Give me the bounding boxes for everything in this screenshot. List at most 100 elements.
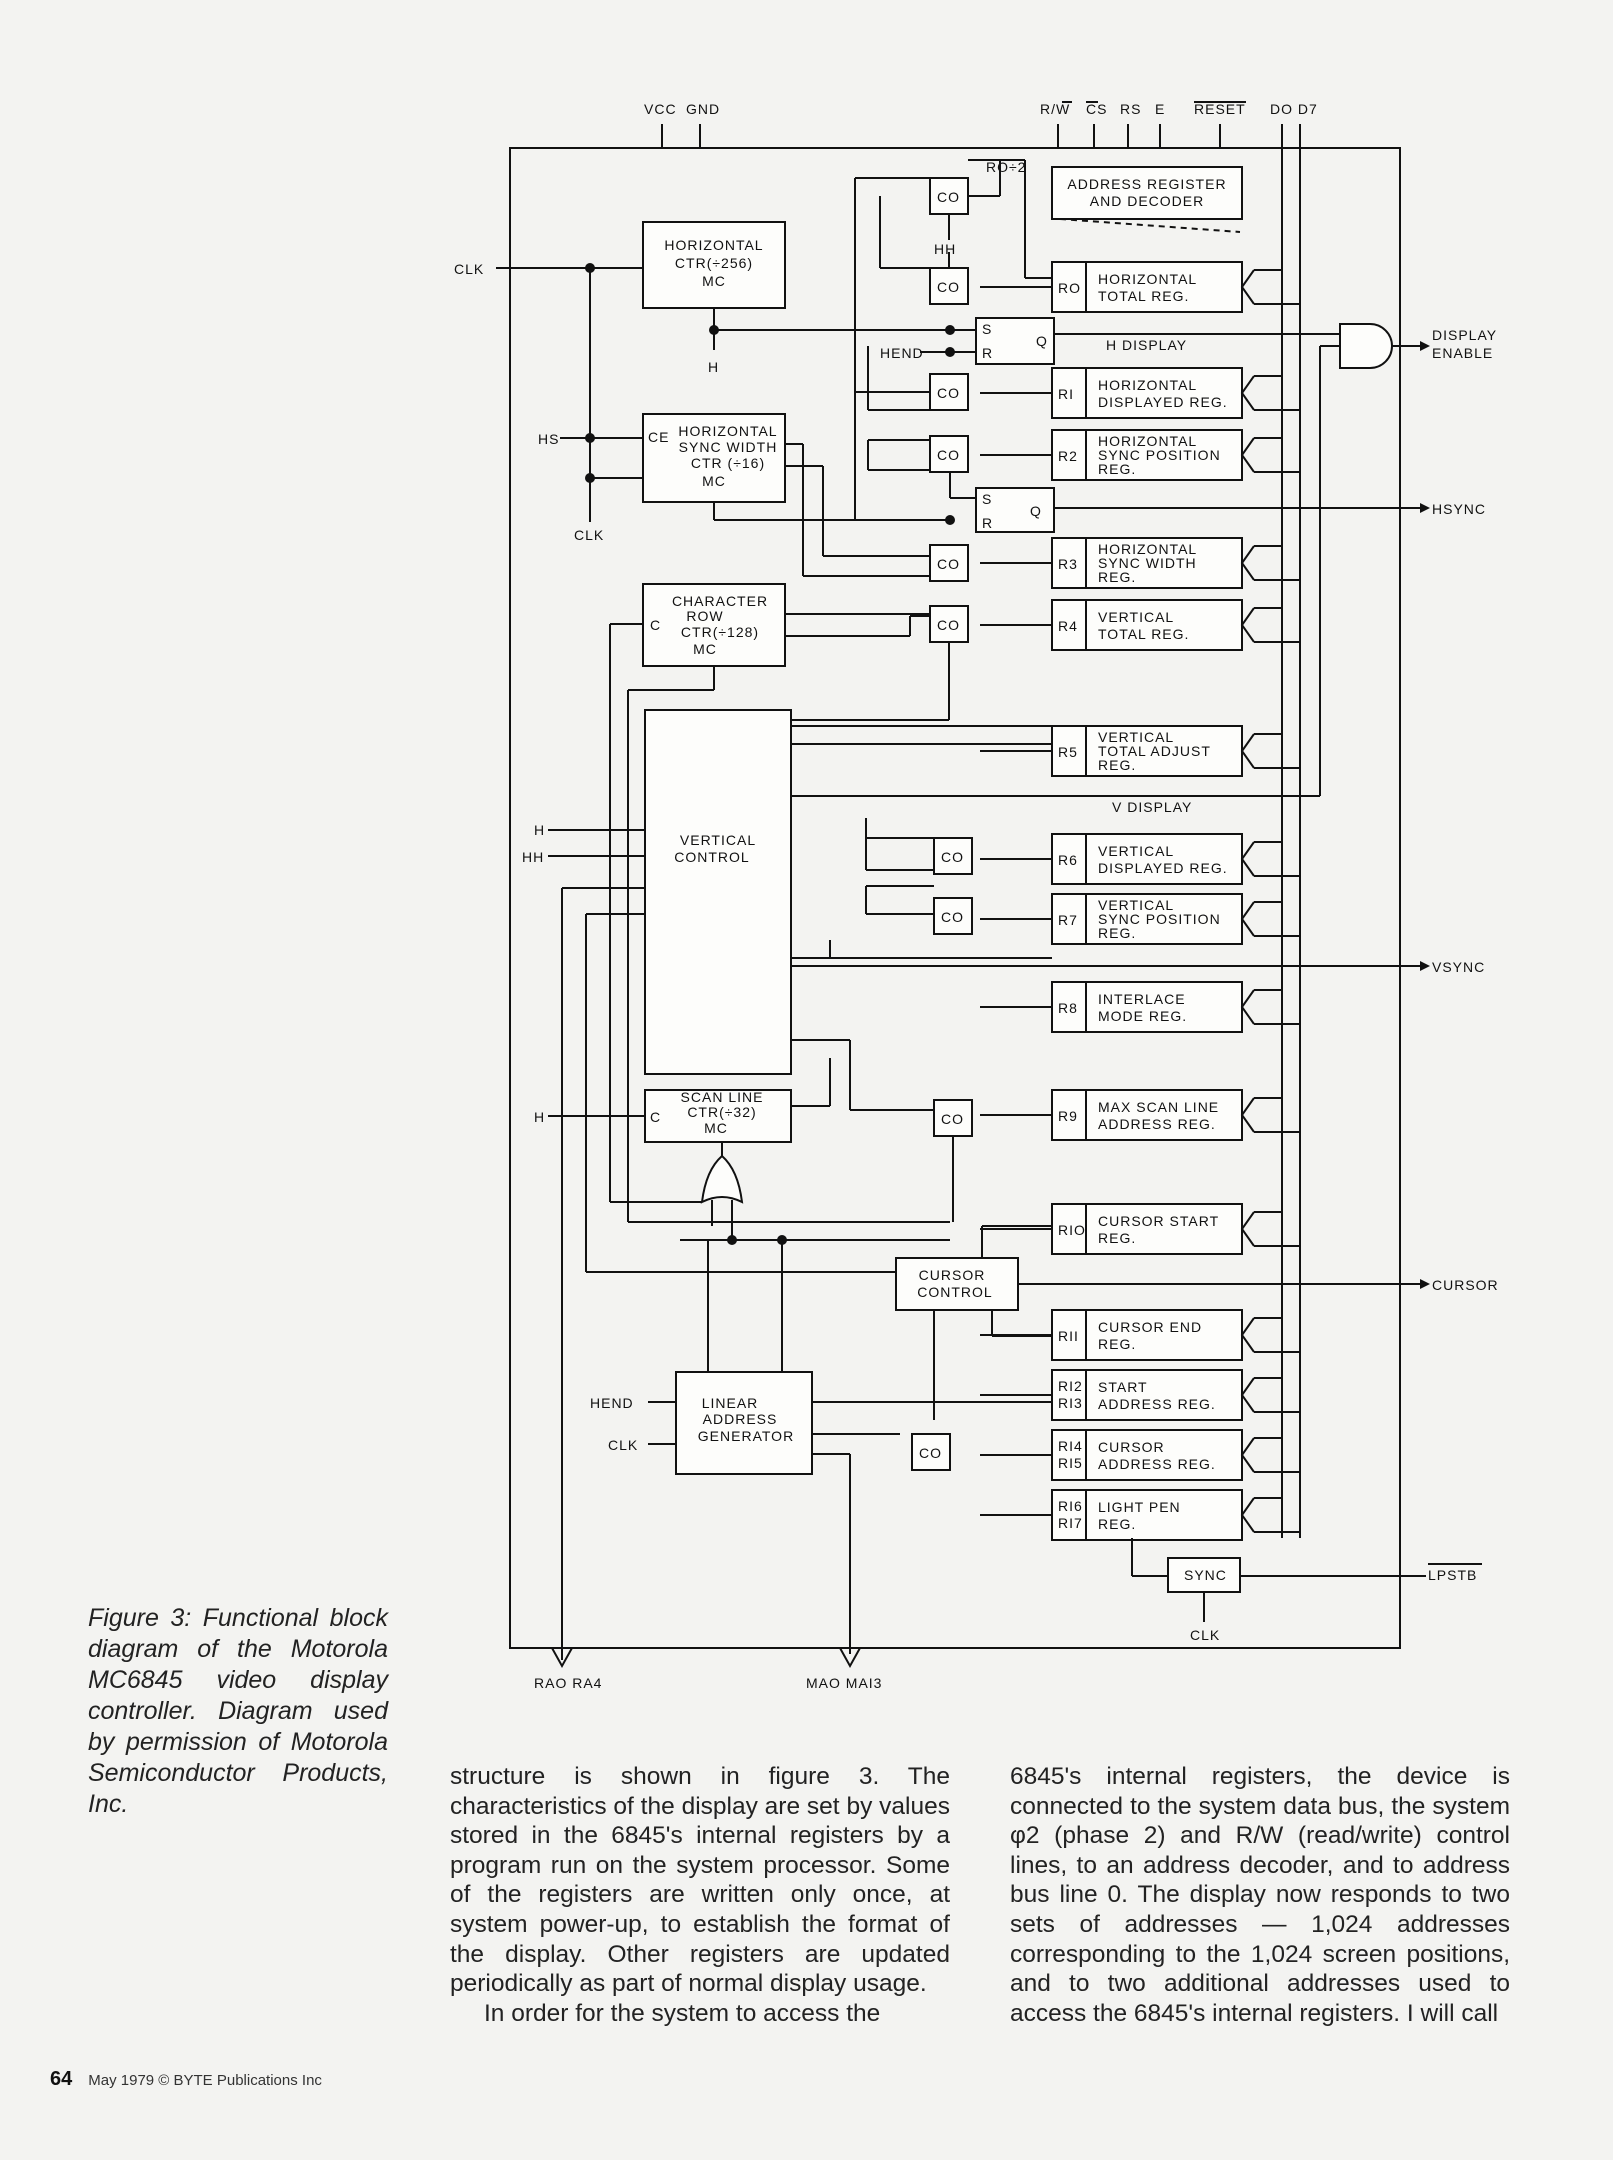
or-gate-symbol — [700, 1154, 744, 1204]
register-id: RI6 — [1058, 1498, 1083, 1514]
pin-vcc: VCC — [644, 101, 677, 117]
outputs: DISPLAY ENABLE HSYNC VSYNC CURSOR LPSTB — [1400, 327, 1498, 1583]
register-name: SYNC POSITION — [1098, 447, 1221, 463]
svg-text:CO: CO — [941, 909, 964, 925]
pin-reset: RESET — [1194, 101, 1246, 117]
block-diagram: VCC GND R/W CS RS E RESET DO D7 ADDRESS … — [454, 101, 1498, 1691]
register-name: SYNC WIDTH — [1098, 555, 1197, 571]
register-id: RII — [1058, 1328, 1079, 1344]
sr-flip-flops: S R Q H DISPLAY HEND S R Q — [880, 317, 1400, 533]
char-row-line3: CTR(÷128) — [681, 624, 759, 640]
and-gate-symbol — [1339, 323, 1393, 369]
pin-cs: CS — [1086, 101, 1107, 117]
register-name: DISPLAYED REG. — [1098, 394, 1228, 410]
hsync-ctr-line2: SYNC WIDTH — [679, 439, 778, 455]
svg-text:Q: Q — [1030, 503, 1042, 519]
clk-label-lower: CLK — [574, 527, 604, 543]
chip-outline — [509, 147, 1401, 1649]
register-name: VERTICAL — [1098, 843, 1174, 859]
h-display-label: H DISPLAY — [1106, 337, 1187, 353]
clk-label-sync: CLK — [1190, 1627, 1220, 1643]
register-name: VERTICAL — [1098, 729, 1174, 745]
register-id: R3 — [1058, 556, 1078, 572]
hsync-output-label: HSYNC — [1432, 501, 1486, 517]
character-row-counter-block — [642, 583, 786, 667]
register-name: SYNC POSITION — [1098, 911, 1221, 927]
register-name: CURSOR — [1098, 1439, 1165, 1455]
register-name: ADDRESS REG. — [1098, 1116, 1216, 1132]
page-footer: 64 May 1979 © BYTE Publications Inc — [50, 2068, 322, 2091]
svg-text:CO: CO — [941, 849, 964, 865]
column1-paragraph-2: In order for the system to access the — [484, 1999, 881, 2027]
register-name: HORIZONTAL — [1098, 541, 1197, 557]
svg-text:CO: CO — [937, 617, 960, 633]
register-id: RI3 — [1058, 1395, 1083, 1411]
hs-label: HS — [538, 431, 559, 447]
scan-line-line1: SCAN LINE — [681, 1089, 764, 1105]
figure-caption: Figure 3: Functional block diagram of th… — [88, 1604, 388, 1818]
register-name: CURSOR END — [1098, 1319, 1202, 1335]
svg-text:S: S — [982, 491, 992, 507]
hctr-line2: CTR(÷256) — [675, 255, 753, 271]
register-name: MODE REG. — [1098, 1008, 1187, 1024]
register-name: TOTAL REG. — [1098, 626, 1189, 642]
ce-label: CE — [648, 429, 669, 445]
footer-credit: May 1979 © BYTE Publications Inc — [88, 2072, 322, 2089]
hsync-ctr-line3: CTR (÷16) — [691, 455, 765, 471]
linear-addr-line1: LINEAR — [702, 1395, 759, 1411]
register-name: START — [1098, 1379, 1148, 1395]
hsync-width-counter-block — [642, 413, 786, 503]
hend-label-linear: HEND — [590, 1395, 634, 1411]
body-column-2: 6845's internal registers, the device is… — [1010, 1762, 1510, 2028]
clk-label-linear: CLK — [608, 1437, 638, 1453]
register-id: R7 — [1058, 912, 1078, 928]
hh-label-vert: HH — [522, 849, 544, 865]
char-row-line1: CHARACTER — [672, 593, 768, 609]
vertical-control-block — [644, 709, 792, 1075]
hctr-line1: HORIZONTAL — [664, 237, 763, 253]
register-name: CURSOR START — [1098, 1213, 1219, 1229]
cursor-control-line2: CONTROL — [917, 1284, 992, 1300]
top-pins: VCC GND R/W CS RS E RESET DO D7 — [644, 101, 1317, 148]
vertical-control-line2: CONTROL — [674, 849, 749, 865]
linear-addr-line3: GENERATOR — [698, 1428, 794, 1444]
svg-text:CO: CO — [937, 279, 960, 295]
register-name: TOTAL ADJUST — [1098, 743, 1211, 759]
sync-label: SYNC — [1184, 1567, 1227, 1583]
v-display-label: V DISPLAY — [1112, 799, 1192, 815]
register-id: RI7 — [1058, 1515, 1083, 1531]
register-name: REG. — [1098, 569, 1136, 585]
horizontal-counter-block — [642, 221, 786, 309]
address-register-block — [1051, 166, 1243, 220]
register-name: VERTICAL — [1098, 897, 1174, 913]
vsync-output-label: VSYNC — [1432, 959, 1485, 975]
char-row-line2: ROW — [686, 608, 723, 624]
svg-text:Q: Q — [1036, 333, 1048, 349]
hend-label-top: HEND — [880, 345, 924, 361]
register-id: R9 — [1058, 1108, 1078, 1124]
pin-rw: R/W — [1040, 101, 1070, 117]
register-id: R6 — [1058, 852, 1078, 868]
register-id: RO — [1058, 280, 1081, 296]
column2-paragraph: 6845's internal registers, the device is… — [1010, 1763, 1510, 2027]
page-number: 64 — [50, 2068, 73, 2090]
svg-text:S: S — [982, 321, 992, 337]
register-id: RI5 — [1058, 1455, 1083, 1471]
c-label-scanline: C — [650, 1109, 661, 1125]
scan-line-line2: CTR(÷32) — [687, 1104, 756, 1120]
svg-text:CO: CO — [937, 556, 960, 572]
svg-text:CO: CO — [937, 385, 960, 401]
svg-text:CO: CO — [937, 189, 960, 205]
hh-label-top: HH — [934, 241, 956, 257]
ma-bus-label: MAO MAI3 — [806, 1675, 882, 1691]
